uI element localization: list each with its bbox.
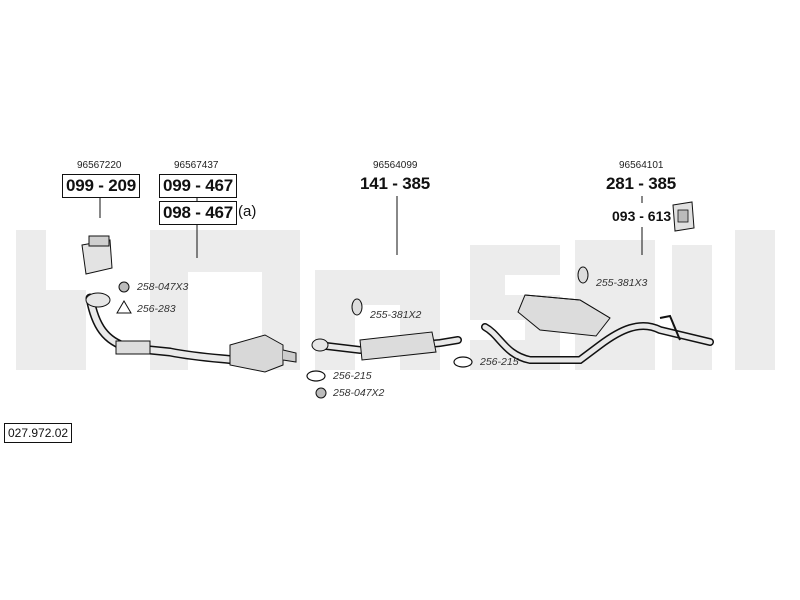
part-suffix: (a) xyxy=(238,203,257,220)
oem-number: 96567220 xyxy=(77,160,122,171)
part-number: 093 - 613 xyxy=(612,208,672,224)
accessory-code: 256-215 xyxy=(333,370,372,382)
accessory-code: 255-381X3 xyxy=(596,277,648,289)
rubber-mount-icon xyxy=(351,298,363,316)
accessory-code: 256-215 xyxy=(480,356,519,368)
triangle-gasket-icon xyxy=(116,300,132,314)
front-pipe-icon xyxy=(81,235,240,365)
reference-code: 027.972.02 xyxy=(4,423,73,443)
rear-silencer-icon xyxy=(481,294,714,364)
part-number: 141 - 385 xyxy=(360,174,431,193)
oem-number: 96564099 xyxy=(373,160,418,171)
heat-shield-icon xyxy=(672,201,695,232)
ring-gasket-icon xyxy=(306,370,326,382)
part-number: 281 - 385 xyxy=(606,174,677,193)
middle-silencer-icon xyxy=(311,331,462,361)
accessory-code: 258-047X3 xyxy=(137,281,189,293)
rubber-mount-icon xyxy=(577,266,589,284)
part-number: 098 - 467 xyxy=(159,201,238,225)
accessory-code: 256-283 xyxy=(137,303,176,315)
oem-number: 96567437 xyxy=(174,160,219,171)
ring-gasket-icon xyxy=(453,356,473,368)
part-number: 099 - 209 xyxy=(62,174,141,198)
accessory-code: 258-047X2 xyxy=(333,387,385,399)
part-number: 099 - 467 xyxy=(159,174,238,198)
accessory-code: 255-381X2 xyxy=(370,309,422,321)
clamp-icon xyxy=(118,281,130,293)
catalytic-converter-icon xyxy=(229,334,297,373)
oem-number: 96564101 xyxy=(619,160,664,171)
clamp-icon xyxy=(315,387,327,399)
